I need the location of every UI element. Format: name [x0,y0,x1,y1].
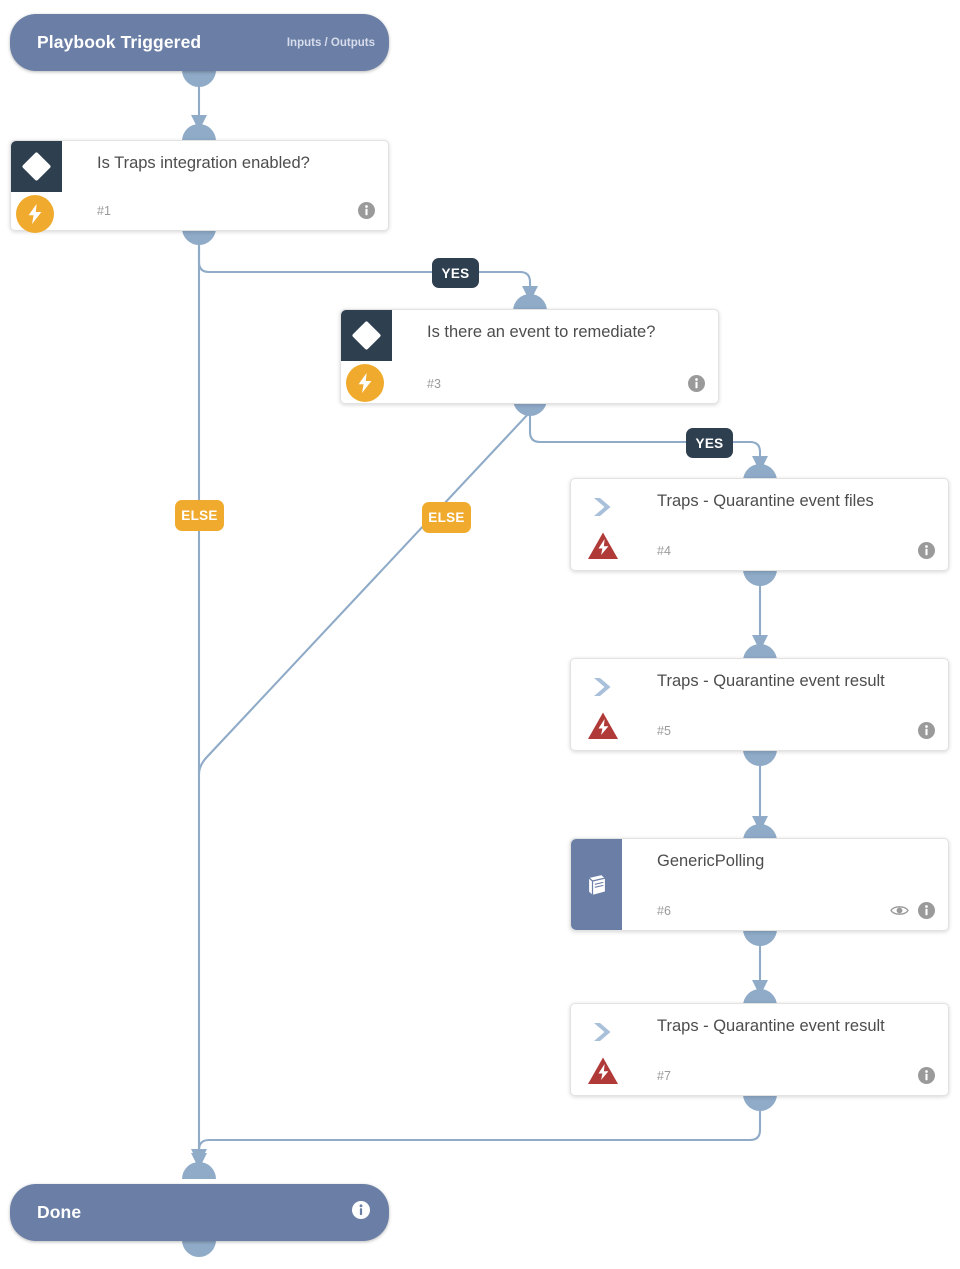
node-task-3[interactable]: Is there an event to remediate? #3 [340,309,719,404]
info-icon[interactable] [688,375,705,392]
book-icon [571,839,622,930]
anchor-done-bottom [182,1240,216,1257]
anchor-done-top [182,1162,216,1179]
task-5-actions [918,722,935,739]
info-icon[interactable] [918,1067,935,1084]
task-4-number: #4 [657,544,671,558]
anchor-task5-bottom [743,749,777,766]
edge-label-else-1[interactable]: ELSE [175,500,224,531]
node-task-1[interactable]: Is Traps integration enabled? #1 [10,140,389,233]
info-icon[interactable] [918,722,935,739]
task-6-title: GenericPolling [657,852,765,870]
task-4-title: Traps - Quarantine event files [657,492,874,510]
task-7-actions [918,1067,935,1084]
anchor-task7-top [743,989,777,1006]
anchor-task6-bottom [743,929,777,946]
edge-label-else-2[interactable]: ELSE [422,502,471,533]
chevron-right-icon [590,1019,616,1045]
info-icon[interactable] [918,902,935,919]
done-actions [352,1201,370,1224]
task-3-title: Is there an event to remediate? [427,323,656,341]
lightning-bolt-icon [16,195,54,233]
chevron-right-icon [590,674,616,700]
info-icon[interactable] [358,202,375,219]
node-task-6[interactable]: GenericPolling #6 [570,838,949,931]
diamond-icon [11,141,62,192]
anchor-task5-top [743,644,777,661]
playbook-triggered-title: Playbook Triggered [37,32,202,52]
info-icon[interactable] [918,542,935,559]
anchor-task1-bottom [182,228,216,245]
anchor-task4-top [743,464,777,481]
anchor-task3-top [513,294,547,311]
node-done[interactable]: Done [10,1184,389,1241]
node-task-5[interactable]: Traps - Quarantine event result #5 [570,658,949,751]
task-4-actions [918,542,935,559]
anchor-start-bottom [182,70,216,87]
task-7-title: Traps - Quarantine event result [657,1017,885,1035]
anchor-task7-bottom [743,1094,777,1111]
node-task-7[interactable]: Traps - Quarantine event result #7 [570,1003,949,1096]
warning-triangle-icon [587,531,619,561]
task-3-actions [688,375,705,392]
edge-label-yes-2[interactable]: YES [686,428,733,458]
task-6-actions [890,902,935,919]
inputs-outputs-link[interactable]: Inputs / Outputs [286,36,375,49]
node-playbook-triggered[interactable]: Playbook Triggered Inputs / Outputs [10,14,389,71]
anchor-task6-top [743,824,777,841]
task-6-number: #6 [657,904,671,918]
task-5-title: Traps - Quarantine event result [657,672,885,690]
chevron-right-icon [590,494,616,520]
node-task-4[interactable]: Traps - Quarantine event files #4 [570,478,949,571]
diamond-icon [341,310,392,361]
edge-label-yes-1[interactable]: YES [432,258,479,288]
warning-triangle-icon [587,1056,619,1086]
task-1-number: #1 [97,204,111,218]
task-7-number: #7 [657,1069,671,1083]
anchor-task4-bottom [743,569,777,586]
anchor-task1-top [182,124,216,141]
done-title: Done [37,1202,82,1222]
task-1-title: Is Traps integration enabled? [97,154,310,172]
eye-icon[interactable] [890,904,909,917]
task-3-number: #3 [427,377,441,391]
lightning-bolt-icon [346,364,384,402]
info-icon[interactable] [352,1201,370,1219]
task-5-number: #5 [657,724,671,738]
warning-triangle-icon [587,711,619,741]
task-1-actions [358,202,375,219]
